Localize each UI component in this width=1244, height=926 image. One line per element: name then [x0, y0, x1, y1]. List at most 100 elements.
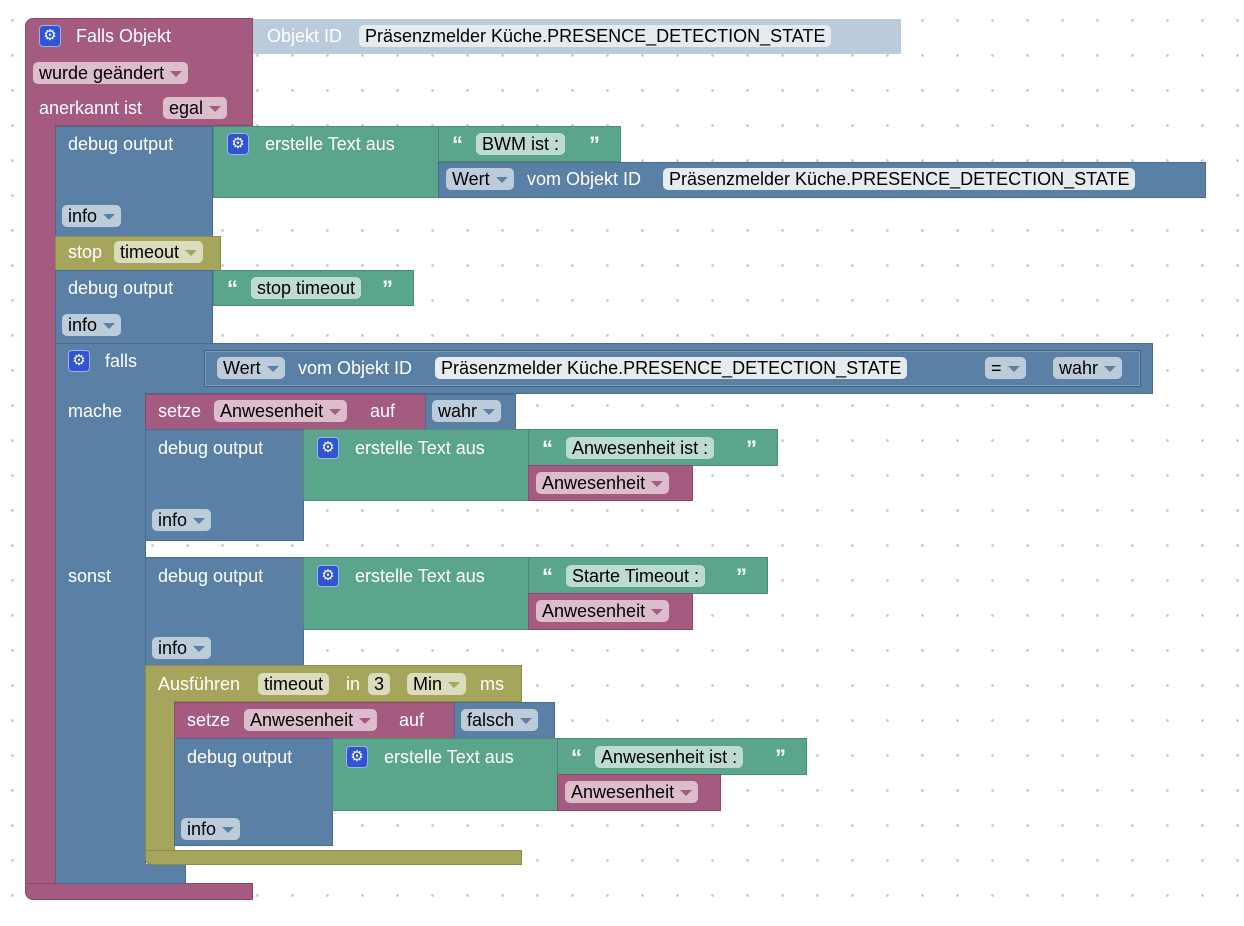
variable-dropdown[interactable]: Anwesenheit: [214, 400, 348, 422]
timeout-block-bottom: [145, 850, 522, 865]
ack-label: anerkannt ist: [39, 98, 143, 118]
variable-value: Anwesenheit: [542, 601, 646, 621]
gear-icon[interactable]: ⚙: [68, 350, 90, 372]
variable-value: Anwesenheit: [250, 710, 354, 730]
create-text-block[interactable]: [332, 738, 558, 811]
bool-value: wahr: [438, 401, 478, 421]
object-id-label: Objekt ID: [267, 26, 343, 46]
quote-open-icon: “: [452, 132, 463, 157]
chevron-down-icon: [359, 718, 372, 725]
event-title: Falls Objekt: [76, 26, 172, 46]
vom-label: vom Objekt ID: [527, 169, 642, 189]
chevron-down-icon: [103, 214, 116, 221]
timeout-name-field[interactable]: timeout: [258, 673, 330, 695]
unit-value: Min: [413, 674, 443, 694]
object-id-field[interactable]: Präsenzmelder Küche.PRESENCE_DETECTION_S…: [359, 25, 832, 47]
chevron-down-icon: [329, 409, 342, 416]
text-field[interactable]: stop timeout: [251, 277, 362, 299]
bool-dropdown[interactable]: falsch: [461, 709, 539, 731]
event-block-bottom: [25, 883, 253, 900]
quote-close-icon: ”: [746, 436, 757, 461]
chevron-down-icon: [680, 790, 693, 797]
if-block-spine: [55, 392, 146, 866]
chevron-down-icon: [1007, 366, 1020, 373]
chevron-down-icon: [483, 409, 496, 416]
level-value: info: [158, 510, 188, 530]
variable-value: Anwesenheit: [571, 782, 675, 802]
text-field[interactable]: Anwesenheit ist :: [595, 746, 744, 768]
level-value: info: [187, 819, 217, 839]
operator-dropdown[interactable]: =: [985, 357, 1026, 379]
unit-dropdown[interactable]: Min: [407, 673, 467, 695]
create-text-block[interactable]: [213, 126, 439, 198]
quote-open-icon: “: [542, 436, 553, 461]
bool-dropdown[interactable]: wahr: [432, 400, 502, 422]
level-dropdown[interactable]: info: [62, 205, 122, 227]
chevron-down-icon: [1104, 366, 1117, 373]
chevron-down-icon: [266, 366, 279, 373]
variable-value: Anwesenheit: [542, 473, 646, 493]
debug-output-label: debug output: [158, 438, 264, 458]
else-label: sonst: [68, 566, 112, 586]
wert-dropdown[interactable]: Wert: [217, 357, 285, 379]
object-id-field[interactable]: Präsenzmelder Küche.PRESENCE_DETECTION_S…: [435, 357, 908, 379]
debug-output-label: debug output: [68, 278, 174, 298]
ack-dropdown[interactable]: egal: [163, 97, 228, 119]
quote-close-icon: ”: [736, 564, 747, 589]
chevron-down-icon: [170, 71, 183, 78]
quote-open-icon: “: [227, 276, 238, 301]
if-label: falls: [105, 351, 138, 371]
set-label: setze: [158, 401, 202, 421]
timeout-dropdown[interactable]: timeout: [114, 241, 204, 263]
ack-value: egal: [169, 98, 204, 118]
bool-value: falsch: [467, 710, 515, 730]
wert-value: Wert: [452, 169, 490, 189]
chevron-down-icon: [193, 518, 206, 525]
variable-dropdown[interactable]: Anwesenheit: [244, 709, 378, 731]
vom-label: vom Objekt ID: [298, 358, 413, 378]
in-label: in: [346, 674, 361, 694]
quote-close-icon: ”: [589, 132, 600, 157]
gear-icon[interactable]: ⚙: [317, 565, 339, 587]
variable-value: Anwesenheit: [220, 401, 324, 421]
quote-close-icon: ”: [382, 276, 393, 301]
quote-open-icon: “: [542, 564, 553, 589]
wert-dropdown[interactable]: Wert: [446, 168, 514, 190]
create-text-block[interactable]: [303, 429, 529, 501]
timeout-value: timeout: [120, 242, 180, 262]
text-field[interactable]: Anwesenheit ist :: [566, 437, 715, 459]
variable-dropdown[interactable]: Anwesenheit: [536, 472, 670, 494]
create-text-block[interactable]: [303, 557, 529, 630]
gear-icon[interactable]: ⚙: [346, 746, 368, 768]
object-id-field[interactable]: Präsenzmelder Küche.PRESENCE_DETECTION_S…: [663, 168, 1136, 190]
debug-output-label: debug output: [187, 747, 293, 767]
if-block-bottom: [55, 864, 186, 884]
level-dropdown[interactable]: info: [152, 509, 212, 531]
create-text-label: erstelle Text aus: [384, 747, 514, 767]
ms-label: ms: [480, 674, 504, 694]
variable-dropdown[interactable]: Anwesenheit: [565, 781, 699, 803]
level-dropdown[interactable]: info: [152, 637, 212, 659]
trigger-value: wurde geändert: [39, 63, 165, 83]
trigger-dropdown[interactable]: wurde geändert: [33, 62, 189, 84]
to-label: auf: [370, 401, 396, 421]
text-field[interactable]: BWM ist :: [476, 133, 565, 155]
text-field[interactable]: Starte Timeout :: [566, 565, 706, 587]
gear-icon[interactable]: ⚙: [227, 133, 249, 155]
quote-close-icon: ”: [775, 745, 786, 770]
chevron-down-icon: [185, 250, 198, 257]
gear-icon[interactable]: ⚙: [317, 437, 339, 459]
variable-dropdown[interactable]: Anwesenheit: [536, 600, 670, 622]
bool-value: wahr: [1059, 358, 1099, 378]
stop-label: stop: [68, 242, 103, 262]
chevron-down-icon: [448, 682, 461, 689]
debug-output-label: debug output: [158, 566, 264, 586]
chevron-down-icon: [222, 827, 235, 834]
level-dropdown[interactable]: info: [181, 818, 241, 840]
delay-field[interactable]: 3: [368, 673, 391, 695]
level-value: info: [68, 315, 98, 335]
bool-dropdown[interactable]: wahr: [1053, 357, 1123, 379]
level-dropdown[interactable]: info: [62, 314, 122, 336]
gear-icon[interactable]: ⚙: [39, 25, 61, 47]
to-label: auf: [399, 710, 425, 730]
